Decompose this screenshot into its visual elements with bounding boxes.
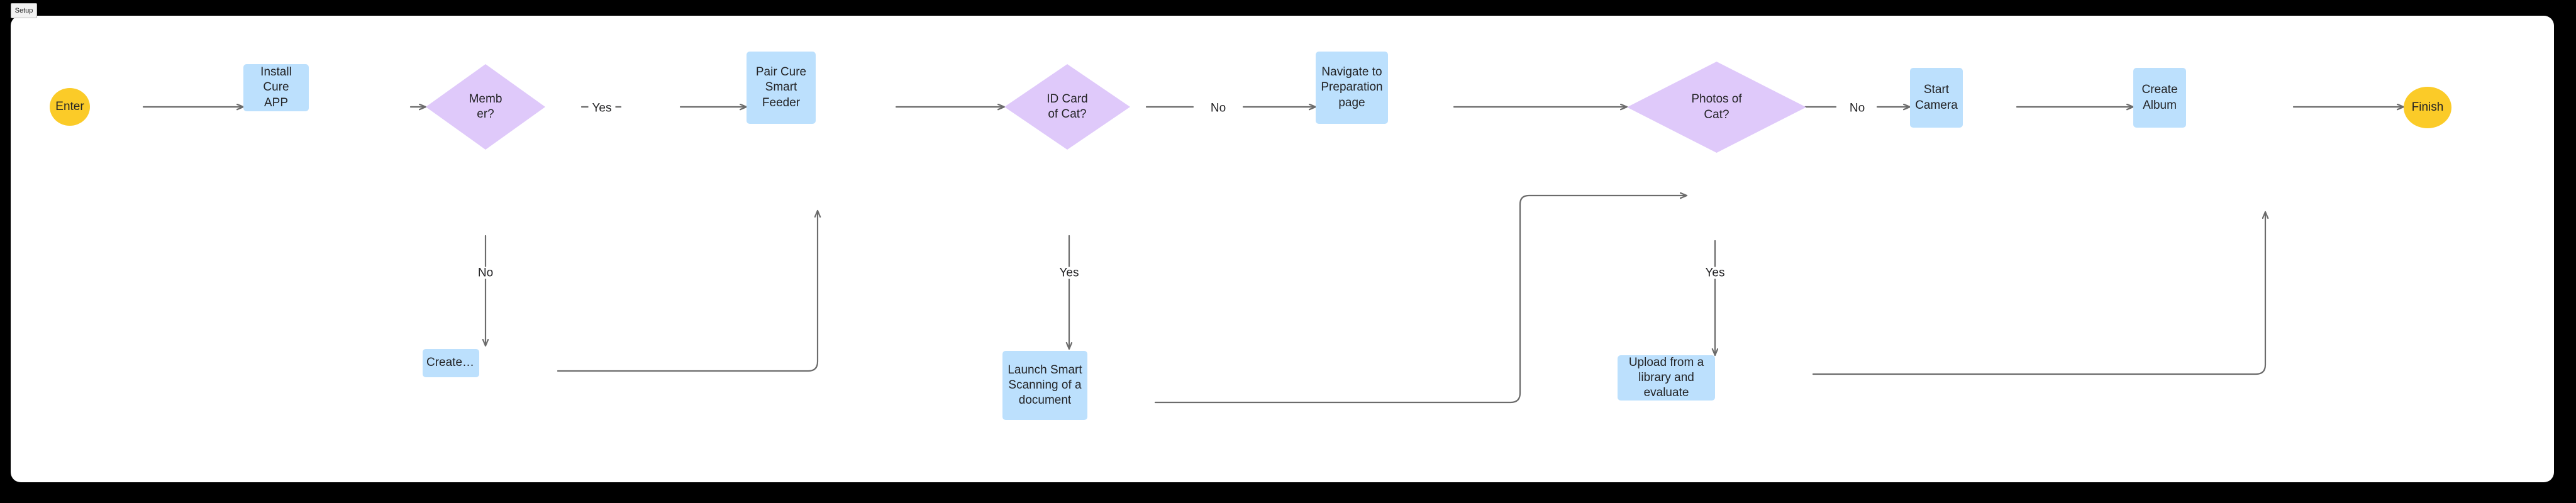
edge-label-member-no: No: [474, 267, 497, 279]
node-create-account-label: Create A...: [426, 356, 479, 370]
edge-upload-album: [1812, 211, 2265, 375]
node-upload-from-library[interactable]: Upload from a library and evaluate: [1618, 355, 1715, 401]
node-id-card-decision-label: ID Card of Cat?: [1046, 92, 1088, 121]
node-enter-label: Enter: [55, 99, 84, 113]
node-create-album[interactable]: Create Album: [2133, 68, 2186, 128]
setup-tab-label: Setup: [14, 6, 33, 14]
node-start-camera[interactable]: Start Camera: [1910, 68, 1963, 128]
edge-createacct-pairfeeder: [557, 209, 818, 372]
node-photos-of-cat-decision-label: Photos of Cat?: [1691, 92, 1742, 121]
edge-label-photos-no: No: [1845, 102, 1869, 114]
node-create-account[interactable]: Create A...: [423, 349, 479, 377]
node-install-cure-app[interactable]: Install Cure APP: [243, 64, 309, 111]
flowchart-edges-layer: [142, 16, 2405, 404]
edge-label-idcard-no: No: [1206, 102, 1230, 114]
node-create-album-label: Create Album: [2141, 83, 2178, 112]
node-member-decision[interactable]: Memb er?: [426, 64, 545, 150]
flowchart-canvas[interactable]: Enter Install Cure APP Memb er? Create A…: [11, 16, 2554, 482]
node-launch-smart-scanning[interactable]: Launch Smart Scanning of a document: [1002, 351, 1087, 420]
node-pair-cure-smart-feeder[interactable]: Pair Cure Smart Feeder: [747, 52, 816, 124]
edge-launchscan-photos: [1154, 196, 1688, 404]
node-launch-smart-scanning-label: Launch Smart Scanning of a document: [1008, 363, 1082, 407]
edge-label-photos-yes: Yes: [1701, 267, 1729, 279]
node-finish-label: Finish: [2411, 100, 2444, 114]
node-id-card-decision[interactable]: ID Card of Cat?: [1004, 64, 1130, 150]
setup-tab-button[interactable]: Setup: [11, 3, 37, 18]
node-member-decision-label: Memb er?: [469, 92, 502, 121]
node-navigate-preparation-page-label: Navigate to Preparation page: [1321, 65, 1383, 109]
node-start-camera-label: Start Camera: [1915, 83, 1958, 112]
edge-label-idcard-yes: Yes: [1055, 267, 1083, 279]
node-upload-from-library-label: Upload from a library and evaluate: [1628, 355, 1704, 400]
node-navigate-preparation-page[interactable]: Navigate to Preparation page: [1316, 52, 1388, 124]
node-install-cure-app-label: Install Cure APP: [260, 65, 292, 109]
node-finish[interactable]: Finish: [2404, 87, 2451, 128]
node-pair-cure-smart-feeder-label: Pair Cure Smart Feeder: [755, 65, 807, 109]
edge-label-member-yes: Yes: [588, 102, 616, 114]
node-photos-of-cat-decision[interactable]: Photos of Cat?: [1627, 62, 1806, 153]
node-enter[interactable]: Enter: [50, 88, 90, 126]
